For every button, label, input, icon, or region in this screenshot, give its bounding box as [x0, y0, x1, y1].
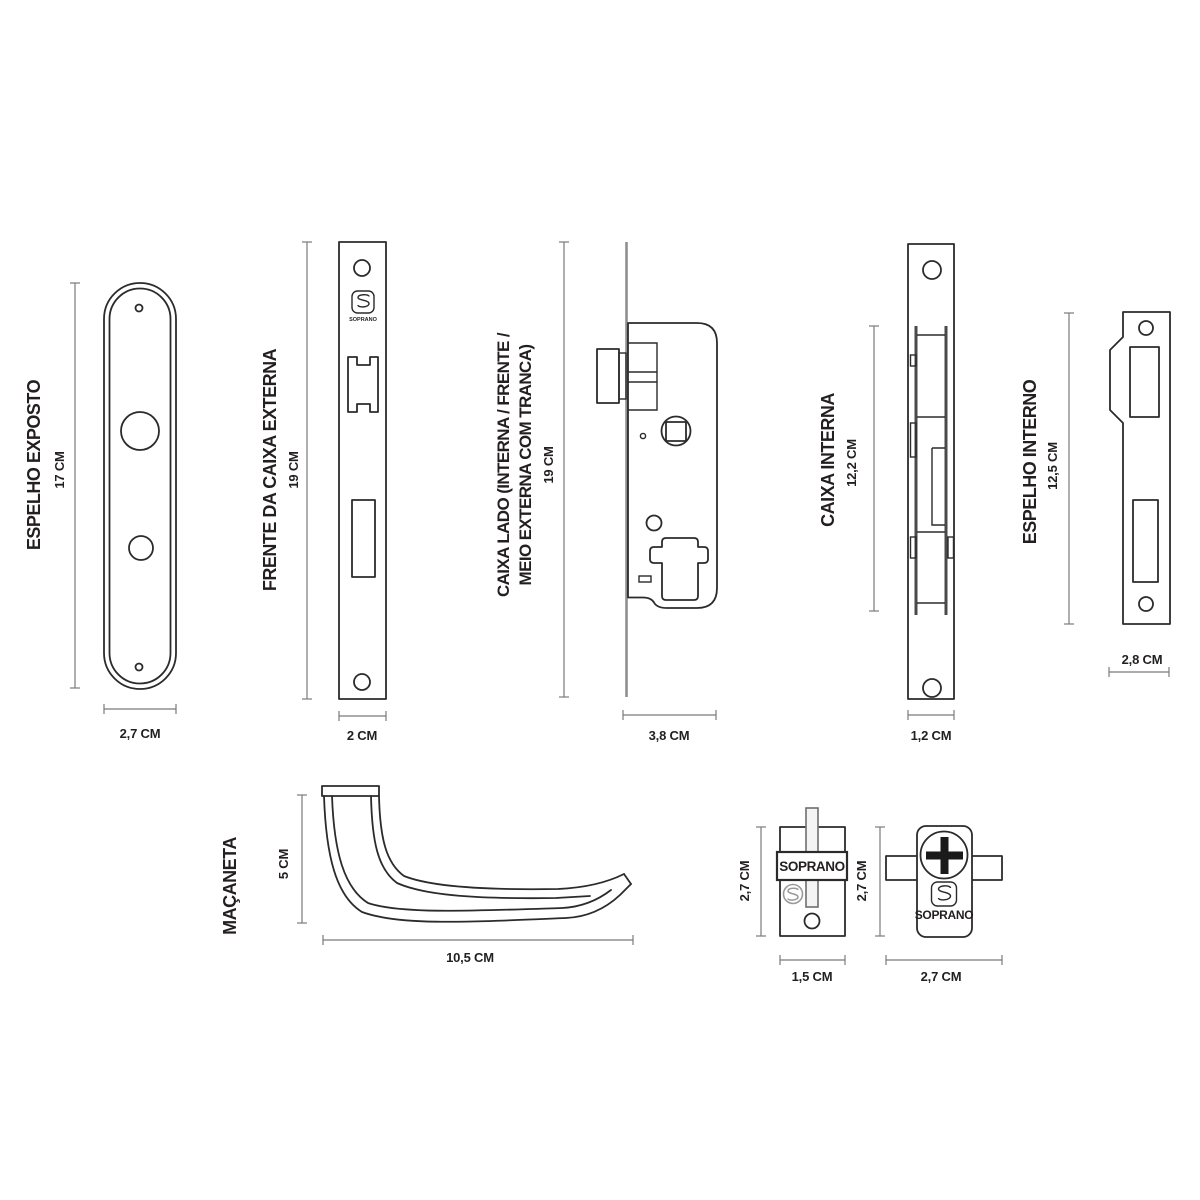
- part-label: MAÇANETA: [220, 837, 240, 935]
- part-botao-com-tranca: 2,7 CM SOPRANO 2,7 CM: [854, 825, 1003, 984]
- latch-strike-cutout: [1129, 346, 1160, 418]
- height-dimension-label: 12,5 CM: [1045, 442, 1060, 490]
- cylinder-pin-hole: [645, 514, 663, 532]
- brand-text: SOPRANO: [915, 908, 974, 922]
- lock-body-side-drawing: [596, 242, 718, 697]
- height-dimension-line: [559, 241, 569, 698]
- screw-hole-top: [134, 303, 144, 313]
- height-dimension-label: 5 CM: [276, 849, 291, 879]
- right-wing: [970, 855, 1003, 881]
- width-dimension-label: 2,8 CM: [1122, 652, 1163, 667]
- part-label-line2: MEIO EXTERNA COM TRANCA): [516, 345, 535, 586]
- front-faceplate-drawing: SOPRANO: [338, 241, 387, 700]
- width-dimension-label: 1,5 CM: [792, 969, 833, 984]
- screw-hole-top: [922, 260, 942, 280]
- pin-hole: [639, 432, 647, 440]
- screw-hole-top: [353, 259, 371, 277]
- part-macaneta: MAÇANETA 5 CM 10,5 CM: [220, 785, 634, 965]
- strike-plate-drawing: [1109, 311, 1171, 625]
- height-dimension-label: 2,7 CM: [854, 861, 869, 902]
- mechanism-profile: [909, 326, 955, 615]
- screw-hole-bottom: [353, 673, 371, 691]
- width-dimension-label: 10,5 CM: [446, 950, 494, 965]
- handle-hole: [120, 411, 160, 451]
- height-dimension-line: [875, 826, 885, 937]
- handle-collar: [321, 785, 380, 797]
- soprano-logo-icon: [782, 883, 804, 905]
- inner-case-drawing: [907, 243, 955, 700]
- height-dimension-label: 2,7 CM: [737, 861, 752, 902]
- width-dimension-line: [322, 935, 634, 945]
- height-dimension-line: [302, 241, 312, 700]
- part-vira-interna: 2,7 CM SOPRANO 1,5 CM: [737, 807, 849, 984]
- handle-tip-edge: [623, 873, 632, 885]
- part-label: CAIXA INTERNA: [818, 393, 838, 527]
- cylinder-hole: [128, 535, 154, 561]
- width-dimension-label: 1,2 CM: [911, 728, 952, 743]
- width-dimension-label: 2 CM: [347, 728, 377, 743]
- lock-case: [627, 322, 718, 609]
- lock-knob-drawing: SOPRANO: [885, 825, 1003, 938]
- part-label: ESPELHO INTERNO: [1020, 379, 1040, 544]
- screw-hole: [803, 912, 821, 930]
- latch-cutout: [347, 356, 379, 413]
- width-dimension-line: [103, 704, 177, 714]
- left-wing: [885, 855, 919, 881]
- height-dimension-line: [869, 325, 879, 612]
- screw-hole-bottom: [1138, 596, 1154, 612]
- width-dimension-line: [885, 955, 1003, 965]
- width-dimension-line: [1108, 667, 1170, 677]
- cross-slot-icon: [926, 837, 963, 874]
- spindle-hole: [660, 415, 692, 447]
- width-dimension-line: [779, 955, 846, 965]
- part-label: FRENTE DA CAIXA EXTERNA: [260, 348, 280, 591]
- height-dimension-label: 12,2 CM: [844, 439, 859, 487]
- width-dimension-line: [622, 710, 717, 720]
- height-dimension-line: [1064, 312, 1074, 625]
- height-dimension-label: 19 CM: [286, 451, 301, 488]
- soprano-logo-icon: [930, 881, 958, 907]
- key-cross-cutout: [649, 537, 709, 601]
- part-espelho-exposto: ESPELHO EXPOSTO 17 CM 2,7 CM: [24, 282, 177, 741]
- height-dimension-line: [756, 826, 766, 937]
- part-caixa-lado: CAIXA LADO (INTERNA / FRENTE / MEIO EXTE…: [494, 241, 718, 743]
- width-dimension-label: 3,8 CM: [649, 728, 690, 743]
- slot-cutout: [638, 575, 652, 583]
- part-frente-caixa-externa: FRENTE DA CAIXA EXTERNA 19 CM SOPRANO 2 …: [260, 241, 387, 743]
- width-dimension-label: 2,7 CM: [120, 726, 161, 741]
- brand-text: SOPRANO: [349, 317, 378, 323]
- part-caixa-interna: CAIXA INTERNA 12,2 CM: [818, 243, 955, 743]
- width-dimension-line: [338, 711, 387, 721]
- brand-band: [775, 850, 849, 882]
- thumbturn-drawing: SOPRANO: [775, 807, 849, 937]
- deadbolt-strike-cutout: [1132, 499, 1159, 583]
- lever-handle-drawing: [321, 785, 632, 923]
- screw-hole-bottom: [134, 662, 144, 672]
- width-dimension-label: 2,7 CM: [921, 969, 962, 984]
- screw-hole-bottom: [922, 678, 942, 698]
- part-label-line1: CAIXA LADO (INTERNA / FRENTE /: [494, 332, 513, 597]
- part-espelho-interno: ESPELHO INTERNO 12,5 CM 2,8 CM: [1020, 311, 1171, 677]
- brand-text: SOPRANO: [779, 859, 844, 874]
- part-label: ESPELHO EXPOSTO: [24, 379, 44, 550]
- height-dimension-label: 17 CM: [52, 451, 67, 488]
- height-dimension-line: [70, 282, 80, 689]
- screw-hole-top: [1138, 320, 1154, 336]
- latch-bolt: [596, 342, 658, 411]
- exposed-plate-drawing: [103, 282, 177, 690]
- height-dimension-label: 19 CM: [541, 446, 556, 483]
- height-dimension-line: [297, 794, 307, 924]
- deadbolt-cutout: [351, 499, 376, 578]
- width-dimension-line: [907, 710, 955, 720]
- soprano-logo-icon: [351, 290, 375, 314]
